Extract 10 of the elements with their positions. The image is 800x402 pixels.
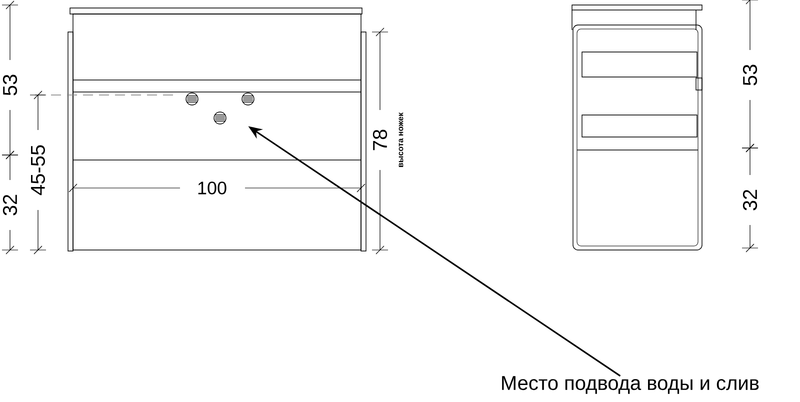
dimension-label: 53	[2, 74, 18, 96]
callout-text: Место подвода воды и слив	[502, 376, 759, 394]
dimension-label: 100	[198, 182, 226, 194]
dimension-label: 78	[372, 130, 388, 150]
note-text: высота ножек	[398, 112, 404, 167]
dimension-label: 45-55	[31, 145, 45, 196]
dimension-label: 32	[2, 194, 18, 216]
pipe-outlets-drawing	[186, 92, 254, 124]
dimension-label: 53	[742, 64, 758, 86]
dimension-label: 32	[742, 190, 758, 210]
